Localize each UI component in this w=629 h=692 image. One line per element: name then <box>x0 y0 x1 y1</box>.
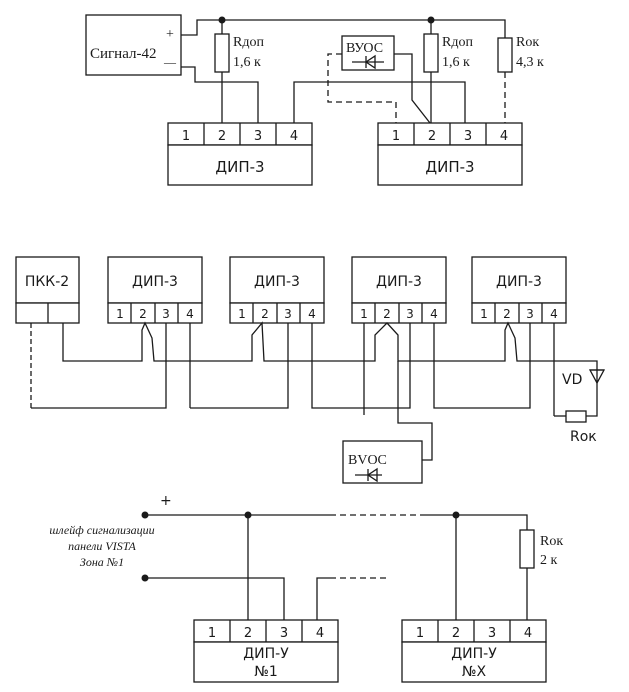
terminal-1: 1 <box>116 307 124 321</box>
terminal-3: 3 <box>526 307 534 321</box>
terminal-1: 1 <box>360 307 368 321</box>
diagram-1: Сигнал-42 + — Rдоп 1,6 к ВУОС Rдоп 1,6 к <box>85 14 544 186</box>
r3-name: Rок <box>516 35 539 50</box>
terminal-4: 4 <box>524 626 532 641</box>
pkk2-box <box>15 256 80 304</box>
terminal-4: 4 <box>430 307 438 321</box>
diode-icon <box>355 467 382 483</box>
panel-text-line-2: панели VISTA <box>68 539 136 553</box>
dip-label: ДИП-У <box>243 646 289 662</box>
terminal-4: 4 <box>290 129 298 144</box>
terminal-4: 4 <box>500 129 508 144</box>
signal-42-box <box>85 14 182 76</box>
terminal-3: 3 <box>284 307 292 321</box>
diagram-3: + шлейф сигнализации панели VISTA Зона №… <box>49 493 563 683</box>
vuos-box <box>341 35 395 71</box>
minus-wire <box>181 66 259 123</box>
signal-plus-label: + <box>166 27 174 42</box>
rok-label: Rок <box>570 429 597 445</box>
terminal-2: 2 <box>452 626 460 641</box>
terminal-3: 3 <box>488 626 496 641</box>
terminal-2: 2 <box>139 307 147 321</box>
r1-value: 1,6 к <box>233 55 261 70</box>
rok3-name: Rок <box>540 534 563 549</box>
terminal-2: 2 <box>244 626 252 641</box>
terminal-1: 1 <box>480 307 488 321</box>
dip3-left: 1 2 3 4 ДИП-3 <box>167 122 313 186</box>
terminal-4: 4 <box>308 307 316 321</box>
dip3-1: ДИП-3 1 2 3 4 <box>107 256 203 324</box>
rok3-value: 2 к <box>540 553 558 568</box>
loop-wire <box>293 81 466 123</box>
dip3-2: ДИП-3 1 2 3 4 <box>229 256 325 324</box>
resistor-rdop-1 <box>214 33 230 73</box>
bvoc-label: BVOC <box>348 453 387 468</box>
dip-number: №X <box>462 664 487 680</box>
dip-label: ДИП-3 <box>425 158 474 176</box>
terminal-3: 3 <box>464 129 472 144</box>
dip-label: ДИП-У <box>451 646 497 662</box>
terminal-3: 3 <box>406 307 414 321</box>
terminal-1: 1 <box>182 129 190 144</box>
panel-text-line-3: Зона №1 <box>80 555 124 569</box>
dip-u-x: 1 2 3 4 ДИП-У №X <box>401 619 547 683</box>
terminal-1: 1 <box>238 307 246 321</box>
bvoc-box <box>342 440 423 484</box>
dip-label: ДИП-3 <box>496 274 542 290</box>
dip-number: №1 <box>254 664 277 680</box>
signal-42-label: Сигнал-42 <box>90 46 156 62</box>
vuos-label: ВУОС <box>346 41 383 56</box>
dip-label: ДИП-3 <box>254 274 300 290</box>
top-bus-wire <box>181 19 506 38</box>
terminal-3: 3 <box>280 626 288 641</box>
terminal-4: 4 <box>550 307 558 321</box>
r2-name: Rдоп <box>442 35 473 50</box>
terminal-4: 4 <box>316 626 324 641</box>
resistor-rok-2 <box>565 410 587 423</box>
panel-text-line-1: шлейф сигнализации <box>49 523 154 537</box>
terminal-1: 1 <box>416 626 424 641</box>
resistor-rok-3 <box>519 529 535 569</box>
r2-value: 1,6 к <box>442 55 470 70</box>
resistor-rok-1 <box>497 37 513 73</box>
r1-name: Rдоп <box>233 35 264 50</box>
diagram-2: ПКК-2 ДИП-3 1 2 3 4 ДИП-3 1 2 3 4 ДИП-3 <box>15 256 606 484</box>
signal-minus-label: — <box>163 55 177 69</box>
terminal-1: 1 <box>392 129 400 144</box>
terminal-2: 2 <box>218 129 226 144</box>
loop-wire-top <box>62 321 598 417</box>
terminal-3: 3 <box>162 307 170 321</box>
dip3-4: ДИП-3 1 2 3 4 <box>471 256 567 324</box>
plus-label: + <box>160 493 172 509</box>
vd-diode-icon <box>588 369 606 385</box>
terminal-2: 2 <box>261 307 269 321</box>
pkk2-label: ПКК-2 <box>25 274 69 290</box>
terminal-2: 2 <box>428 129 436 144</box>
resistor-rdop-2 <box>423 33 439 73</box>
dip-label: ДИП-3 <box>132 274 178 290</box>
dip-label: ДИП-3 <box>376 274 422 290</box>
diode-icon <box>352 54 384 70</box>
vuos-wire <box>394 53 431 124</box>
vd-label: VD <box>562 372 582 388</box>
dip3-right: 1 2 3 4 ДИП-3 <box>377 122 523 186</box>
vuos-dashed-wire <box>327 53 397 123</box>
terminal-2: 2 <box>383 307 391 321</box>
dip-u-1: 1 2 3 4 ДИП-У №1 <box>193 619 339 683</box>
terminal-1: 1 <box>208 626 216 641</box>
terminal-2: 2 <box>503 307 511 321</box>
dip3-3: ДИП-3 1 2 3 4 <box>351 256 447 324</box>
terminal-4: 4 <box>186 307 194 321</box>
r3-value: 4,3 к <box>516 55 544 70</box>
terminal-3: 3 <box>254 129 262 144</box>
dip-label: ДИП-3 <box>215 158 264 176</box>
